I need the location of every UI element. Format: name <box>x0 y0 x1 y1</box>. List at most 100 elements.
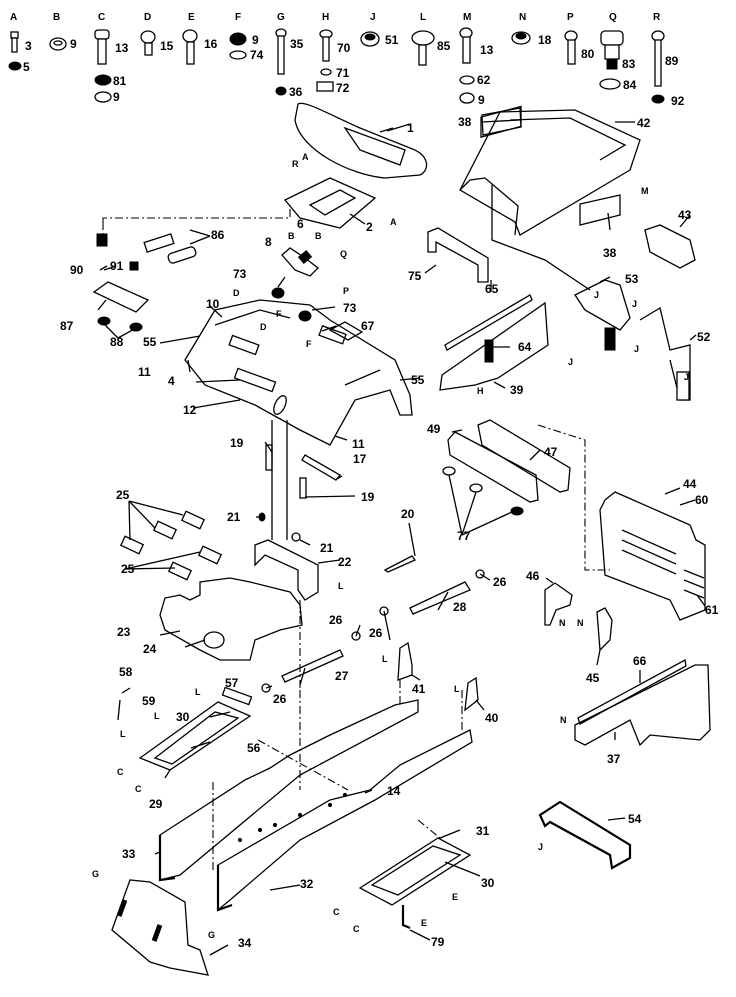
callout-11: 11 <box>352 437 365 451</box>
ref-tag-m: M <box>641 186 649 196</box>
callout-61: 61 <box>705 603 719 617</box>
ref-tag-g: G <box>92 869 100 879</box>
ref-tag-j: J <box>684 372 690 382</box>
callout-25: 25 <box>121 562 135 576</box>
callout-79: 79 <box>431 935 445 949</box>
part-number: 72 <box>336 81 350 95</box>
ref-tag-b: B <box>315 231 322 241</box>
callout-47: 47 <box>544 445 558 459</box>
callout-88: 88 <box>110 335 124 349</box>
callout-26: 26 <box>273 692 287 706</box>
footrest-left-part <box>138 686 253 771</box>
ref-tag-d: D <box>233 288 240 298</box>
washer-icon-c <box>94 74 112 103</box>
callout-41: 41 <box>412 682 426 696</box>
part-number: 51 <box>385 33 399 47</box>
frame-rail-part <box>158 699 473 912</box>
pad-part <box>143 233 197 264</box>
part-number: 5 <box>23 60 30 74</box>
callout-27: 27 <box>335 669 349 683</box>
callout-73: 73 <box>233 267 247 281</box>
callout-32: 32 <box>300 877 314 891</box>
grille-bracket-part <box>544 582 613 652</box>
ref-tag-c: C <box>333 907 340 917</box>
ref-tag-e: E <box>452 892 459 902</box>
bracket-part <box>644 224 696 269</box>
callout-56: 56 <box>247 741 261 755</box>
part-number: 35 <box>290 37 304 51</box>
bolt-icon-q <box>599 30 624 90</box>
callout-57: 57 <box>225 676 239 690</box>
part-number: 18 <box>538 33 552 47</box>
part-number: 36 <box>289 85 303 99</box>
hardware-letter-r: R <box>653 12 661 23</box>
callout-91: 91 <box>110 259 124 273</box>
front-plate-part <box>111 879 209 976</box>
pad-25-part <box>119 510 223 581</box>
part-number: 3 <box>25 39 32 53</box>
ref-tag-l: L <box>382 654 388 664</box>
callout-54: 54 <box>628 812 642 826</box>
hardware-letter-a: A <box>10 12 18 23</box>
part-number: 13 <box>480 43 494 57</box>
callout-29: 29 <box>149 797 163 811</box>
assembly-lines <box>102 205 610 870</box>
bolt-icon-m <box>459 27 475 104</box>
ref-tag-c: C <box>117 767 124 777</box>
leader-lines <box>97 119 706 956</box>
callout-49: 49 <box>427 422 441 436</box>
callout-12: 12 <box>183 403 197 417</box>
part-number: 9 <box>113 90 120 104</box>
ref-tag-j: J <box>568 357 574 367</box>
column-bracket-part <box>254 420 341 601</box>
callout-37: 37 <box>607 752 621 766</box>
side-panel-part <box>439 294 549 391</box>
bolt-icon-c <box>94 29 110 65</box>
callout-19: 19 <box>361 490 375 504</box>
ref-tag-c: C <box>135 784 142 794</box>
callout-67: 67 <box>361 319 375 333</box>
ref-tag-f: F <box>306 339 312 349</box>
ref-tag-d: D <box>260 322 267 332</box>
ref-tag-g: G <box>208 930 216 940</box>
part-number: 13 <box>115 41 129 55</box>
callout-8: 8 <box>265 235 272 249</box>
ref-tag-n: N <box>560 715 567 725</box>
callout-30: 30 <box>176 710 190 724</box>
ref-tag-a: A <box>390 217 397 227</box>
nut-icon-j <box>360 31 380 47</box>
footrest-right-part <box>358 837 472 930</box>
callout-19: 19 <box>230 436 244 450</box>
decal-part <box>481 107 621 226</box>
ref-tag-b: B <box>288 231 295 241</box>
callout-24: 24 <box>143 642 157 656</box>
part-number: 62 <box>477 73 491 87</box>
callout-26: 26 <box>369 626 383 640</box>
callout-26: 26 <box>493 575 507 589</box>
callout-40: 40 <box>485 711 499 725</box>
callout-38: 38 <box>603 246 617 260</box>
bolt-icon-p <box>564 30 578 65</box>
switch-plate-part <box>92 233 150 332</box>
ref-tag-l: L <box>454 684 460 694</box>
part-number: 9 <box>252 33 259 47</box>
part-number: 83 <box>622 57 636 71</box>
callout-42: 42 <box>637 116 651 130</box>
hardware-letter-l: L <box>420 12 427 23</box>
callout-44: 44 <box>683 477 697 491</box>
ref-tag-l: L <box>195 687 201 697</box>
part-number: 92 <box>671 94 685 108</box>
handle-part <box>427 227 489 283</box>
bolt-icon-l <box>411 30 435 66</box>
hardware-letter-d: D <box>144 12 152 23</box>
hardware-icons <box>8 27 665 104</box>
seat-pan-part <box>283 177 377 229</box>
callout-21: 21 <box>227 510 241 524</box>
dash-support-part <box>574 279 691 401</box>
part-number: 89 <box>665 54 679 68</box>
grommet-part <box>271 287 312 322</box>
fuel-tank-part <box>159 577 303 661</box>
part-number: 70 <box>337 41 351 55</box>
ref-tag-j: J <box>594 290 600 300</box>
